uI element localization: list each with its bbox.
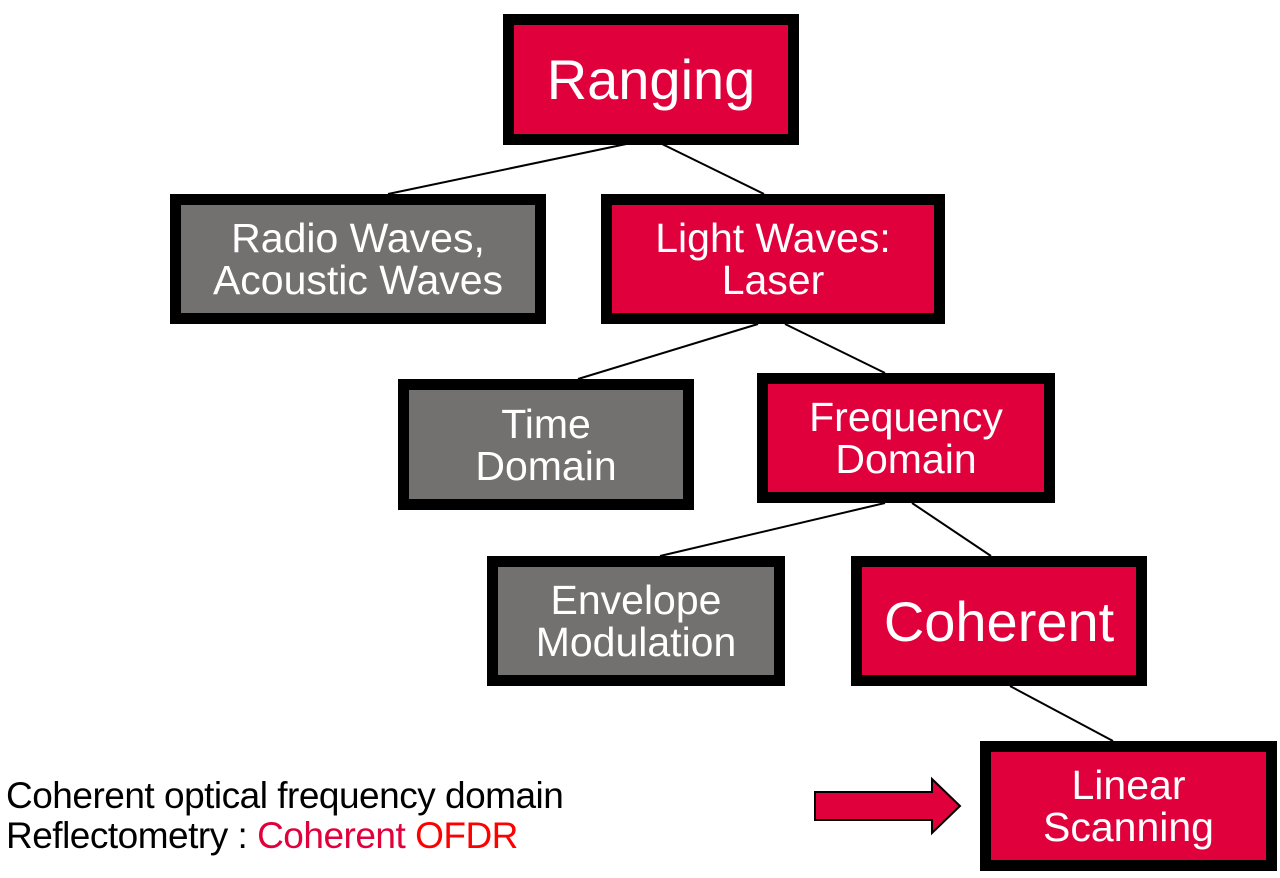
edge-frequency-coherent [911,502,992,557]
node-frequency-domain-label: Frequency Domain [809,394,1003,482]
edge-light-frequency [784,323,886,374]
caption-highlight-ofdr: OFDR [405,815,518,856]
node-light-waves-laser-label: Light Waves: Laser [655,215,891,303]
edge-coherent-linear [1009,685,1114,742]
edge-light-time [577,323,759,380]
edge-ranging-light [659,142,765,195]
caption-line-1: Coherent optical frequency domain [6,775,564,816]
node-frequency-domain: Frequency Domain [757,373,1055,503]
node-time-domain: Time Domain [398,379,694,510]
node-coherent-label: Coherent [883,589,1115,653]
edge-frequency-envelope [659,502,886,557]
node-linear-scanning: Linear Scanning [980,741,1277,871]
edge-ranging-radio [387,142,632,195]
node-radio-acoustic-waves-label: Radio Waves, Acoustic Waves [212,215,504,303]
node-radio-acoustic-waves: Radio Waves, Acoustic Waves [170,194,546,324]
node-envelope-modulation-label: Envelope Modulation [535,577,737,665]
node-coherent: Coherent [851,556,1147,686]
node-ranging-label: Ranging [546,48,756,111]
right-arrow-icon [814,776,962,836]
caption-line-2: Reflectometry : Coherent OFDR [6,816,563,856]
node-linear-scanning-label: Linear Scanning [1043,762,1214,850]
ofdr-caption: Coherent optical frequency domain Reflec… [6,775,564,856]
node-envelope-modulation: Envelope Modulation [487,556,785,686]
node-time-domain-label: Time Domain [475,400,617,489]
caption-prefix: Reflectometry : [6,815,258,856]
node-light-waves-laser: Light Waves: Laser [601,194,945,324]
node-ranging: Ranging [503,14,799,145]
caption-highlight-coherent: Coherent [257,815,406,856]
